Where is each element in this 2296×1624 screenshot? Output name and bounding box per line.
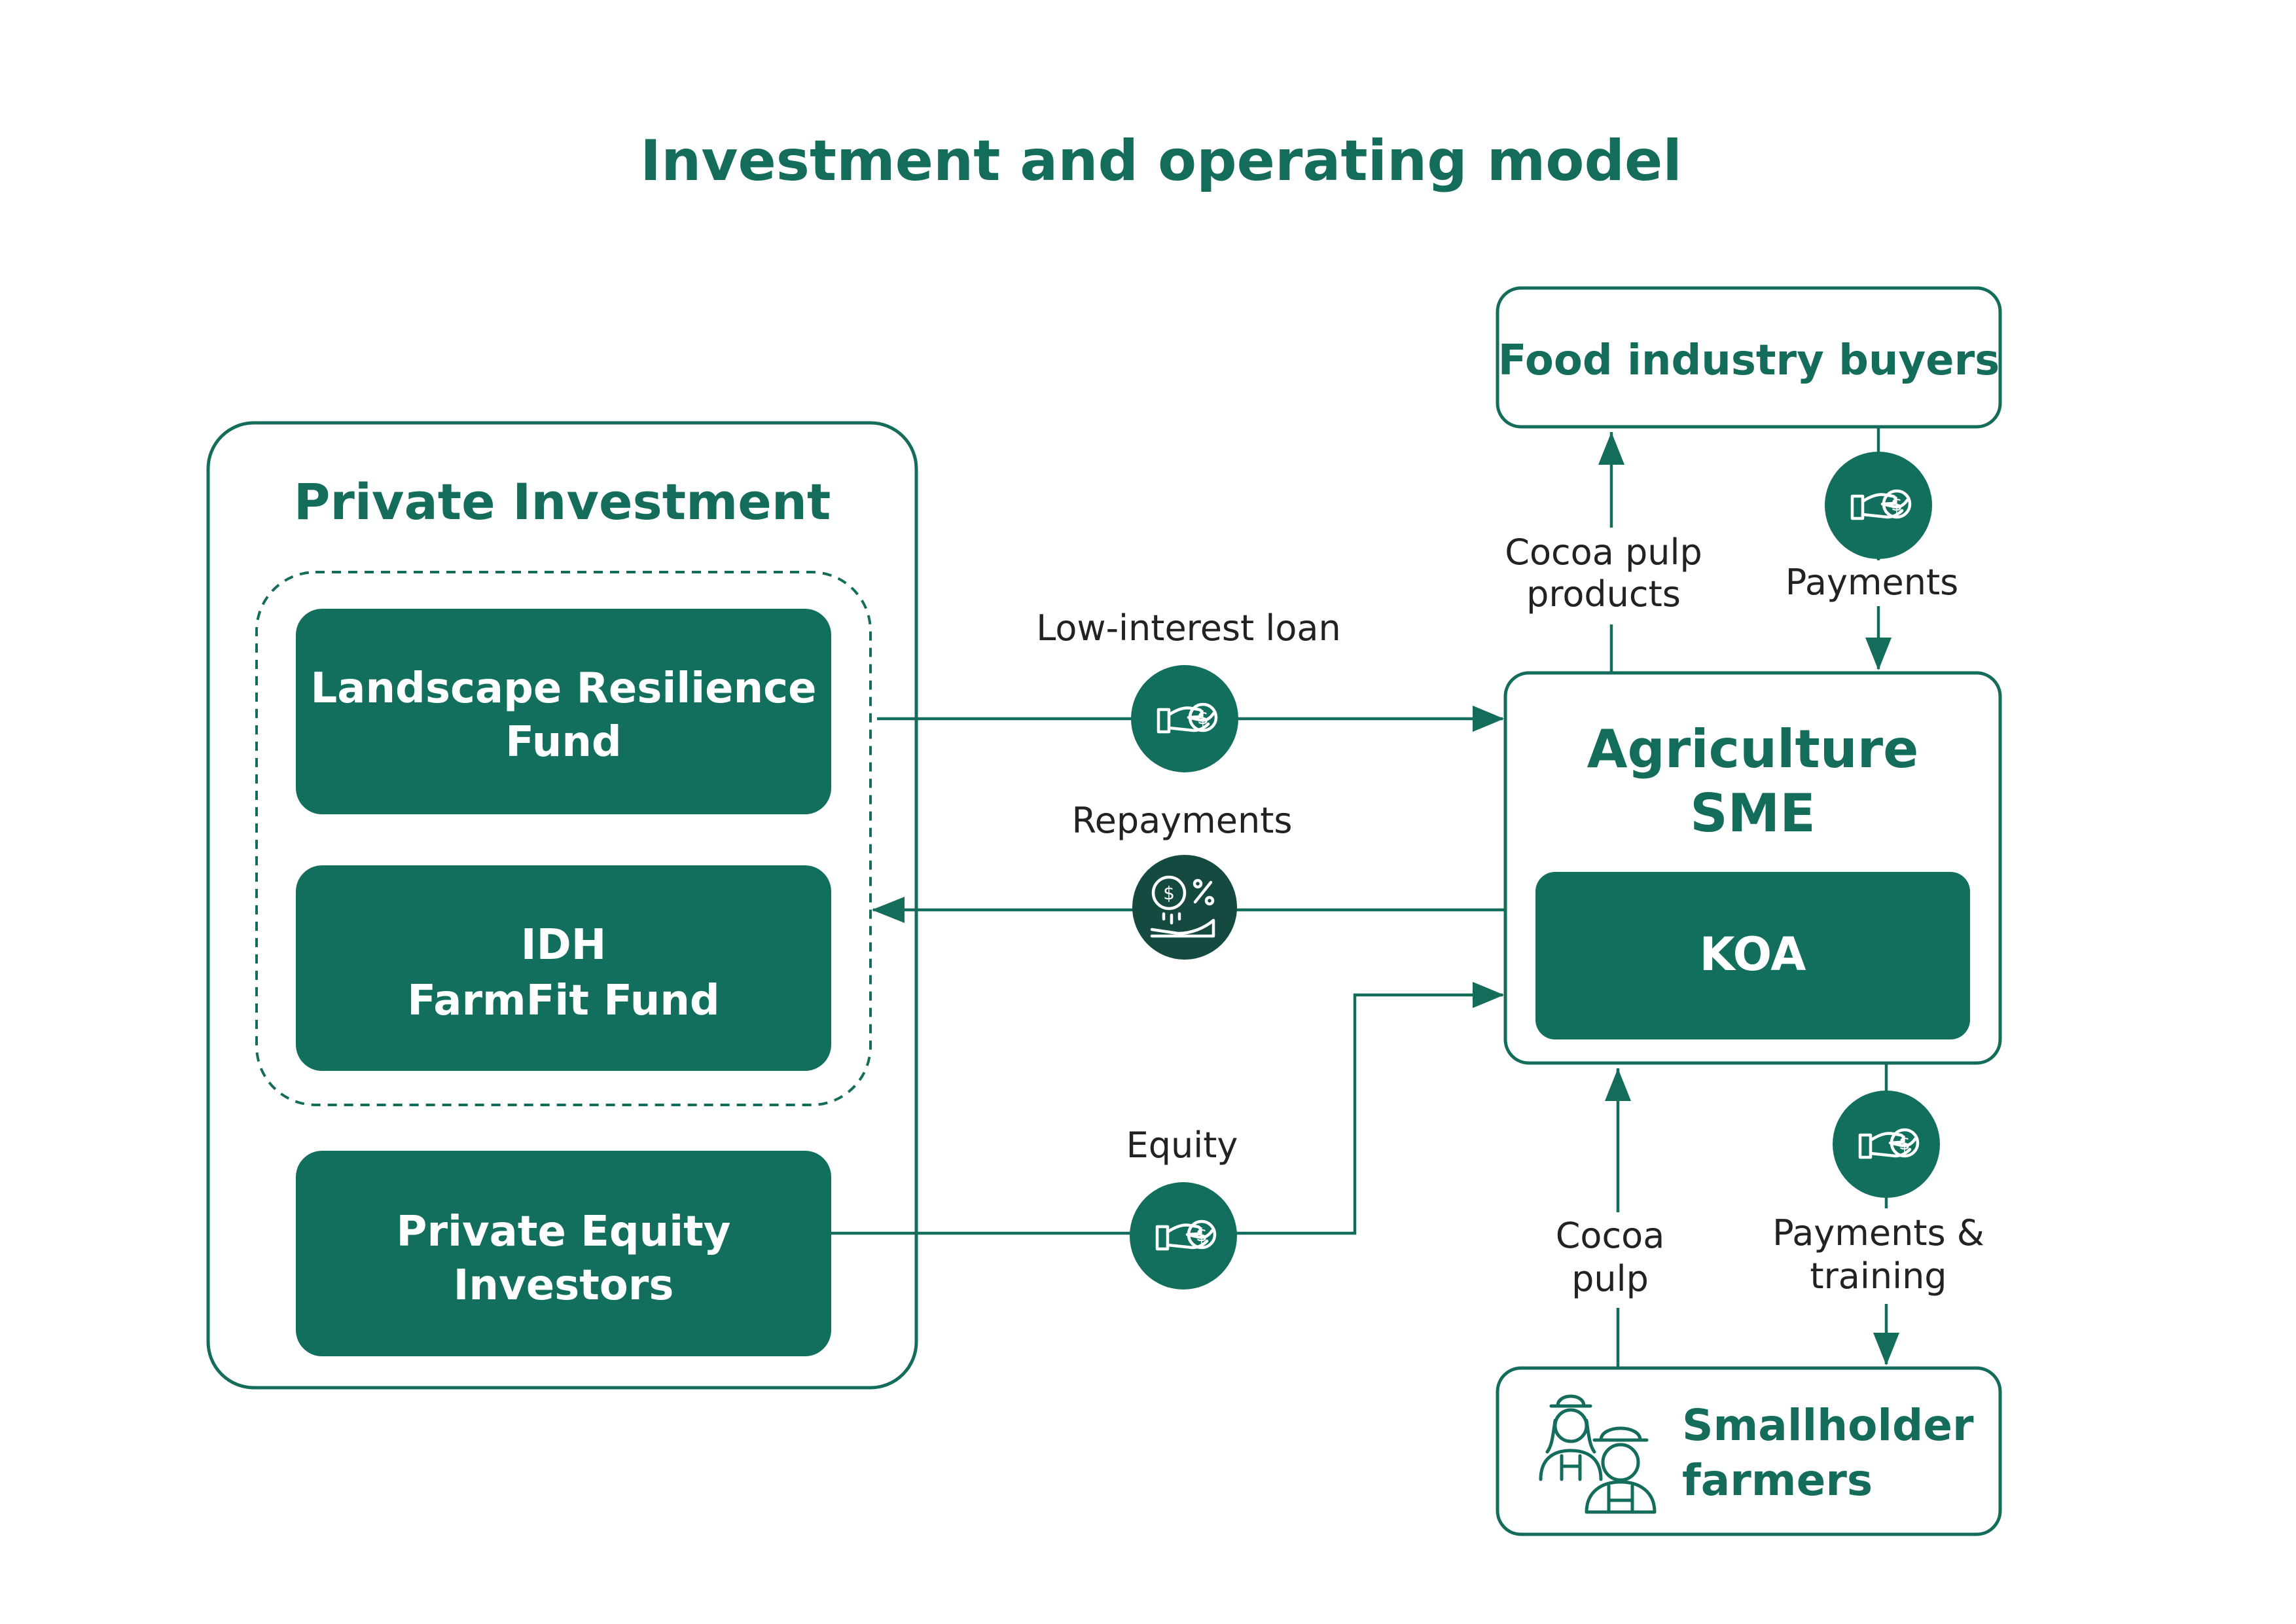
fund-label-line-1: Landscape Resilience [311, 664, 817, 713]
payments-training-label-line-1: Payments & [1772, 1212, 1984, 1254]
cocoa-pulp-products-label-line-2: products [1526, 573, 1681, 615]
arrowhead [1473, 982, 1504, 1008]
smallholder-label-line-2: farmers [1682, 1455, 1873, 1506]
private-equity-investors-box: Private Equity Investors [296, 1151, 831, 1356]
arrowhead [872, 897, 905, 923]
cocoa-pulp-products-label-line-1: Cocoa pulp [1505, 532, 1702, 573]
farmers-icon [1539, 1394, 1657, 1514]
fund-label-line-1: IDH [521, 921, 607, 969]
hand-percent-coins-icon: $ [1132, 855, 1237, 960]
smallholder-label-line-1: Smallholder [1682, 1400, 1974, 1451]
payments-training-label-line-2: training [1810, 1255, 1946, 1297]
agriculture-sme-heading-line-2: SME [1690, 783, 1816, 844]
repayments-label: Repayments [1072, 800, 1293, 841]
arrowhead [1873, 1333, 1899, 1365]
low-interest-loan-label: Low-interest loan [1036, 607, 1341, 649]
food-industry-buyers-box: Food industry buyers [1496, 286, 2002, 429]
koa-box [1535, 872, 1970, 1039]
cocoa-pulp-label-line-1: Cocoa [1556, 1215, 1665, 1256]
cocoa-pulp-label-line-2: pulp [1571, 1258, 1649, 1299]
private-investment-panel [206, 421, 918, 1390]
private-investment-heading: Private Investment [294, 473, 831, 531]
funds-group-outline [255, 571, 872, 1106]
arrowhead [1473, 706, 1504, 732]
hand-coin-icon [1825, 452, 1932, 559]
agriculture-sme-heading-line-1: Agriculture [1587, 719, 1919, 780]
equity-arrow [831, 993, 1503, 1235]
fund-label-line-1: Private Equity [397, 1208, 731, 1256]
agriculture-sme-box: Agriculture SME KOA [1503, 671, 2002, 1065]
page-title: Investment and operating model [640, 128, 1682, 194]
smallholder-farmers-box: Smallholder farmers [1496, 1366, 2002, 1536]
arrowhead [1598, 432, 1624, 465]
equity-label: Equity [1126, 1125, 1238, 1166]
hand-coin-icon [1130, 1182, 1237, 1290]
fund-label-line-2: FarmFit Fund [407, 977, 719, 1025]
svg-text:$: $ [1163, 882, 1175, 904]
idh-farmfit-fund-box: IDH FarmFit Fund [296, 865, 831, 1071]
food-industry-buyers-label: Food industry buyers [1498, 336, 2000, 385]
fund-label-line-2: Fund [505, 718, 621, 767]
hand-coin-icon [1833, 1091, 1940, 1198]
payments-label: Payments [1785, 562, 1959, 603]
arrowhead [1865, 638, 1892, 670]
landscape-resilience-fund-box: Landscape Resilience Fund [296, 609, 831, 814]
arrowhead [1605, 1068, 1631, 1101]
koa-label: KOA [1700, 928, 1806, 981]
fund-label-line-2: Investors [454, 1261, 674, 1310]
hand-coin-icon [1131, 665, 1238, 772]
